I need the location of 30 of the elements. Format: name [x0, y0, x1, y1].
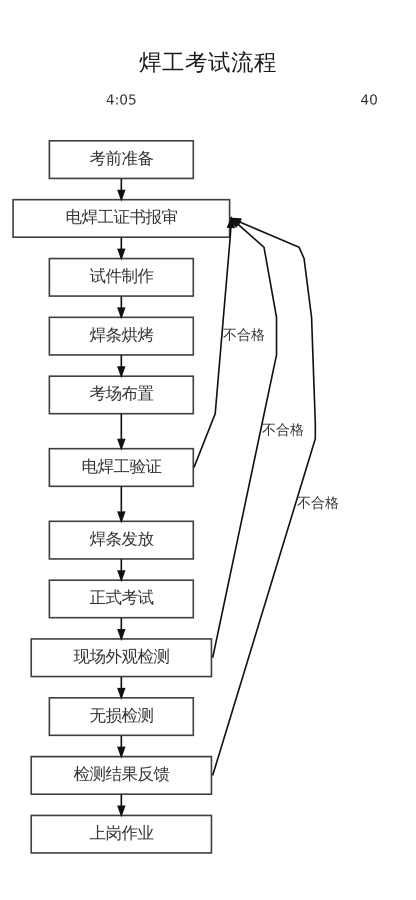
- arrow: [117, 238, 126, 261]
- arrow: [193, 216, 236, 468]
- node-box: 焊条发放: [48, 520, 194, 560]
- arrow: [117, 794, 126, 818]
- arrow: [117, 618, 126, 642]
- edge-label: 不合格: [222, 328, 265, 344]
- node-box: 焊条烘烤: [48, 316, 194, 356]
- label: 40: [360, 92, 378, 108]
- node-box: 考场布置: [48, 375, 194, 415]
- node-box: 试件制作: [48, 258, 194, 297]
- arrow: [117, 414, 126, 451]
- node-box: 无损检测: [48, 697, 194, 736]
- node-box: 考前准备: [48, 140, 194, 180]
- arrow: [117, 486, 126, 524]
- node-box: 现场外观检测: [30, 638, 212, 678]
- edge-label: 不合格: [296, 495, 339, 512]
- label: 4:05: [106, 92, 137, 108]
- node-box: 上岗作业: [30, 814, 212, 854]
- edge-label: 不合格: [262, 422, 304, 439]
- node-box: 电焊工证书报审: [12, 198, 230, 238]
- arrow: [117, 676, 126, 700]
- arrow: [117, 559, 126, 582]
- diagram-title: 焊工考试流程: [139, 50, 277, 76]
- node-box: 正式考试: [48, 579, 194, 619]
- arrow: [117, 355, 126, 378]
- node-box: 电焊工验证: [48, 448, 194, 488]
- arrow: [117, 296, 126, 320]
- arrow: [117, 178, 126, 202]
- node-box: 检测结果反馈: [30, 756, 212, 795]
- arrow: [117, 736, 126, 759]
